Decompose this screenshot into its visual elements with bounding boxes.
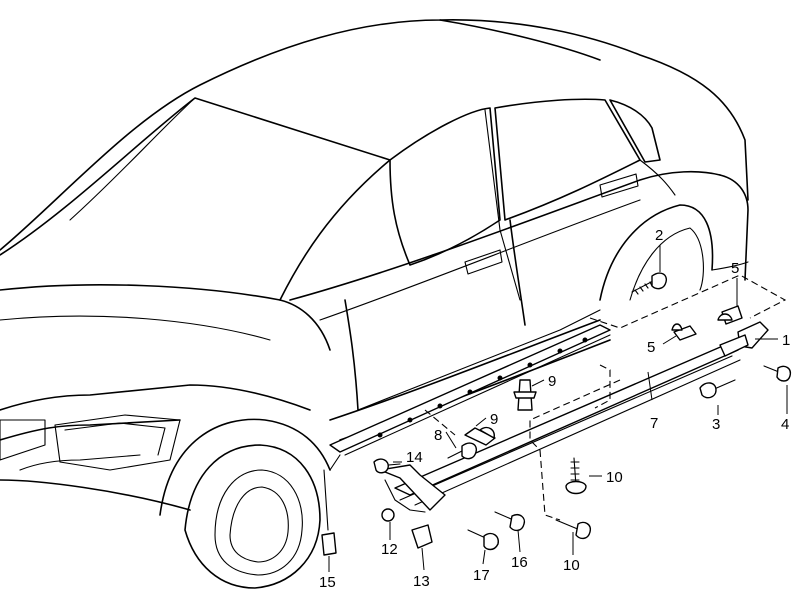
reference-lines [424, 274, 787, 521]
label-12: 12 [381, 541, 398, 558]
label-4: 4 [781, 416, 789, 433]
label-10a: 10 [606, 469, 623, 486]
label-7: 7 [650, 415, 658, 432]
label-8: 8 [434, 427, 442, 444]
screw-2 [631, 272, 667, 295]
clip-pin-9b [464, 426, 496, 446]
sill-trim-strip [379, 344, 741, 513]
label-1: 1 [782, 332, 790, 349]
clip-pin-9a [513, 379, 537, 411]
label-17: 17 [473, 567, 490, 584]
screw-10a [565, 457, 587, 495]
screw-16 [494, 511, 526, 532]
label-16: 16 [511, 554, 528, 571]
label-5b: 5 [647, 339, 655, 356]
label-3: 3 [712, 416, 720, 433]
label-9b: 9 [490, 411, 498, 428]
label-5a: 5 [731, 260, 739, 277]
screw-8 [447, 442, 477, 460]
label-9a: 9 [548, 373, 556, 390]
label-14: 14 [406, 449, 423, 466]
screw-17 [467, 529, 499, 551]
bracket-12 [381, 508, 395, 522]
clip-5b [671, 323, 697, 341]
leader-lines [328, 245, 788, 572]
screw-3 [699, 379, 736, 399]
label-2: 2 [655, 227, 663, 244]
clip-13 [411, 524, 433, 549]
car-outline [0, 19, 749, 589]
screw-4 [763, 365, 792, 382]
sill-bracket-rail [329, 324, 611, 471]
label-13: 13 [413, 573, 430, 590]
callout-labels: 2 5 5 1 4 3 7 9 9 8 10 10 14 12 13 15 16… [319, 227, 790, 591]
clip-5a [717, 305, 743, 325]
screw-10b [555, 519, 592, 540]
label-10b: 10 [563, 557, 580, 574]
clip-15 [321, 469, 337, 556]
label-15: 15 [319, 574, 336, 591]
screw-14 [373, 458, 401, 474]
